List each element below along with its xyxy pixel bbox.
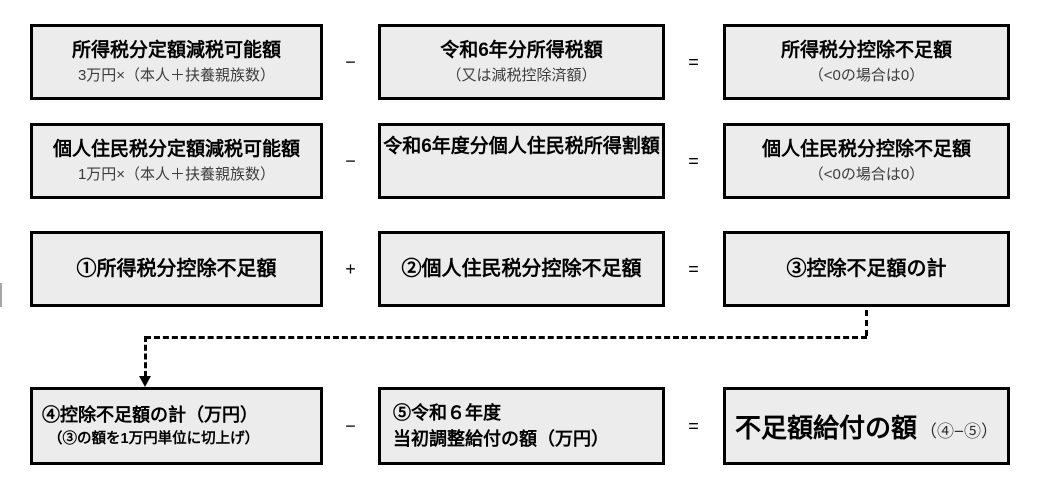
result-formula: （④−⑤）: [920, 421, 998, 441]
dashed-connector-vertical-left: [144, 336, 147, 377]
box-title-line1: ⑤令和６年度: [393, 402, 501, 423]
box-resident-tax-shortfall: 個人住民税分控除不足額 （<0の場合は0）: [723, 123, 1010, 199]
box-title: 個人住民税分定額減税可能額: [52, 138, 300, 160]
box-4-total-shortfall-rounded: ④控除不足額の計（万円） （③の額を1万円単位に切上げ）: [30, 387, 323, 465]
box-income-tax-max-reduction: 所得税分定額減税可能額 3万円×（本人＋扶養親族数）: [30, 24, 323, 100]
dashed-connector-horizontal: [145, 336, 867, 339]
left-edge-artifact: [0, 283, 2, 307]
box-resident-tax-max-reduction: 個人住民税分定額減税可能額 1万円×（本人＋扶養親族数）: [30, 123, 323, 199]
box-2-resident-tax-shortfall: ②個人住民税分控除不足額: [378, 231, 665, 307]
box-title: 令和6年分所得税額: [440, 39, 603, 61]
equals-operator: =: [688, 258, 699, 279]
box-reiwa6-income-tax-amount: 令和6年分所得税額 （又は減税控除済額）: [378, 24, 665, 100]
box-title: ④控除不足額の計（万円）: [42, 405, 258, 426]
box-3-total-shortfall: ③控除不足額の計: [723, 231, 1010, 307]
plus-operator: +: [345, 258, 356, 279]
box-title: ③控除不足額の計: [786, 258, 947, 280]
box-1-income-tax-shortfall: ①所得税分控除不足額: [30, 231, 323, 307]
box-subtitle: （③の額を1万円単位に切上げ）: [48, 431, 260, 448]
box-title: 令和6年度分個人住民税所得割額: [383, 136, 660, 157]
box-title: ②個人住民税分控除不足額: [401, 258, 642, 280]
box-subtitle: （<0の場合は0）: [808, 165, 925, 183]
equals-operator: =: [688, 150, 699, 171]
box-income-tax-shortfall: 所得税分控除不足額 （<0の場合は0）: [723, 24, 1010, 100]
box-subtitle: 3万円×（本人＋扶養親族数）: [77, 66, 276, 84]
box-title: 所得税分控除不足額: [780, 39, 952, 61]
box-subtitle: 1万円×（本人＋扶養親族数）: [77, 165, 276, 183]
box-title: 個人住民税分控除不足額: [761, 138, 971, 160]
result-title: 不足額給付の額: [735, 412, 918, 443]
result-line: 不足額給付の額 （④−⑤）: [735, 408, 998, 445]
box-reiwa6-resident-tax-income-levy: 令和6年度分個人住民税所得割額: [378, 123, 665, 199]
box-shortfall-benefit-amount: 不足額給付の額 （④−⑤）: [723, 387, 1010, 465]
minus-operator: −: [345, 415, 356, 436]
dashed-connector-vertical-right: [865, 310, 868, 336]
box-subtitle: （又は減税控除済額）: [446, 66, 597, 84]
box-5-initial-adjustment-benefit: ⑤令和６年度 当初調整給付の額（万円）: [378, 387, 665, 465]
minus-operator: −: [345, 150, 356, 171]
box-title-line2: 当初調整給付の額（万円）: [393, 428, 609, 449]
box-subtitle: （<0の場合は0）: [808, 66, 925, 84]
box-title: 所得税分定額減税可能額: [71, 39, 281, 61]
arrow-down-icon: [139, 376, 151, 387]
equals-operator: =: [688, 415, 699, 436]
equals-operator: =: [688, 51, 699, 72]
box-title: ①所得税分控除不足額: [76, 258, 277, 280]
minus-operator: −: [345, 51, 356, 72]
